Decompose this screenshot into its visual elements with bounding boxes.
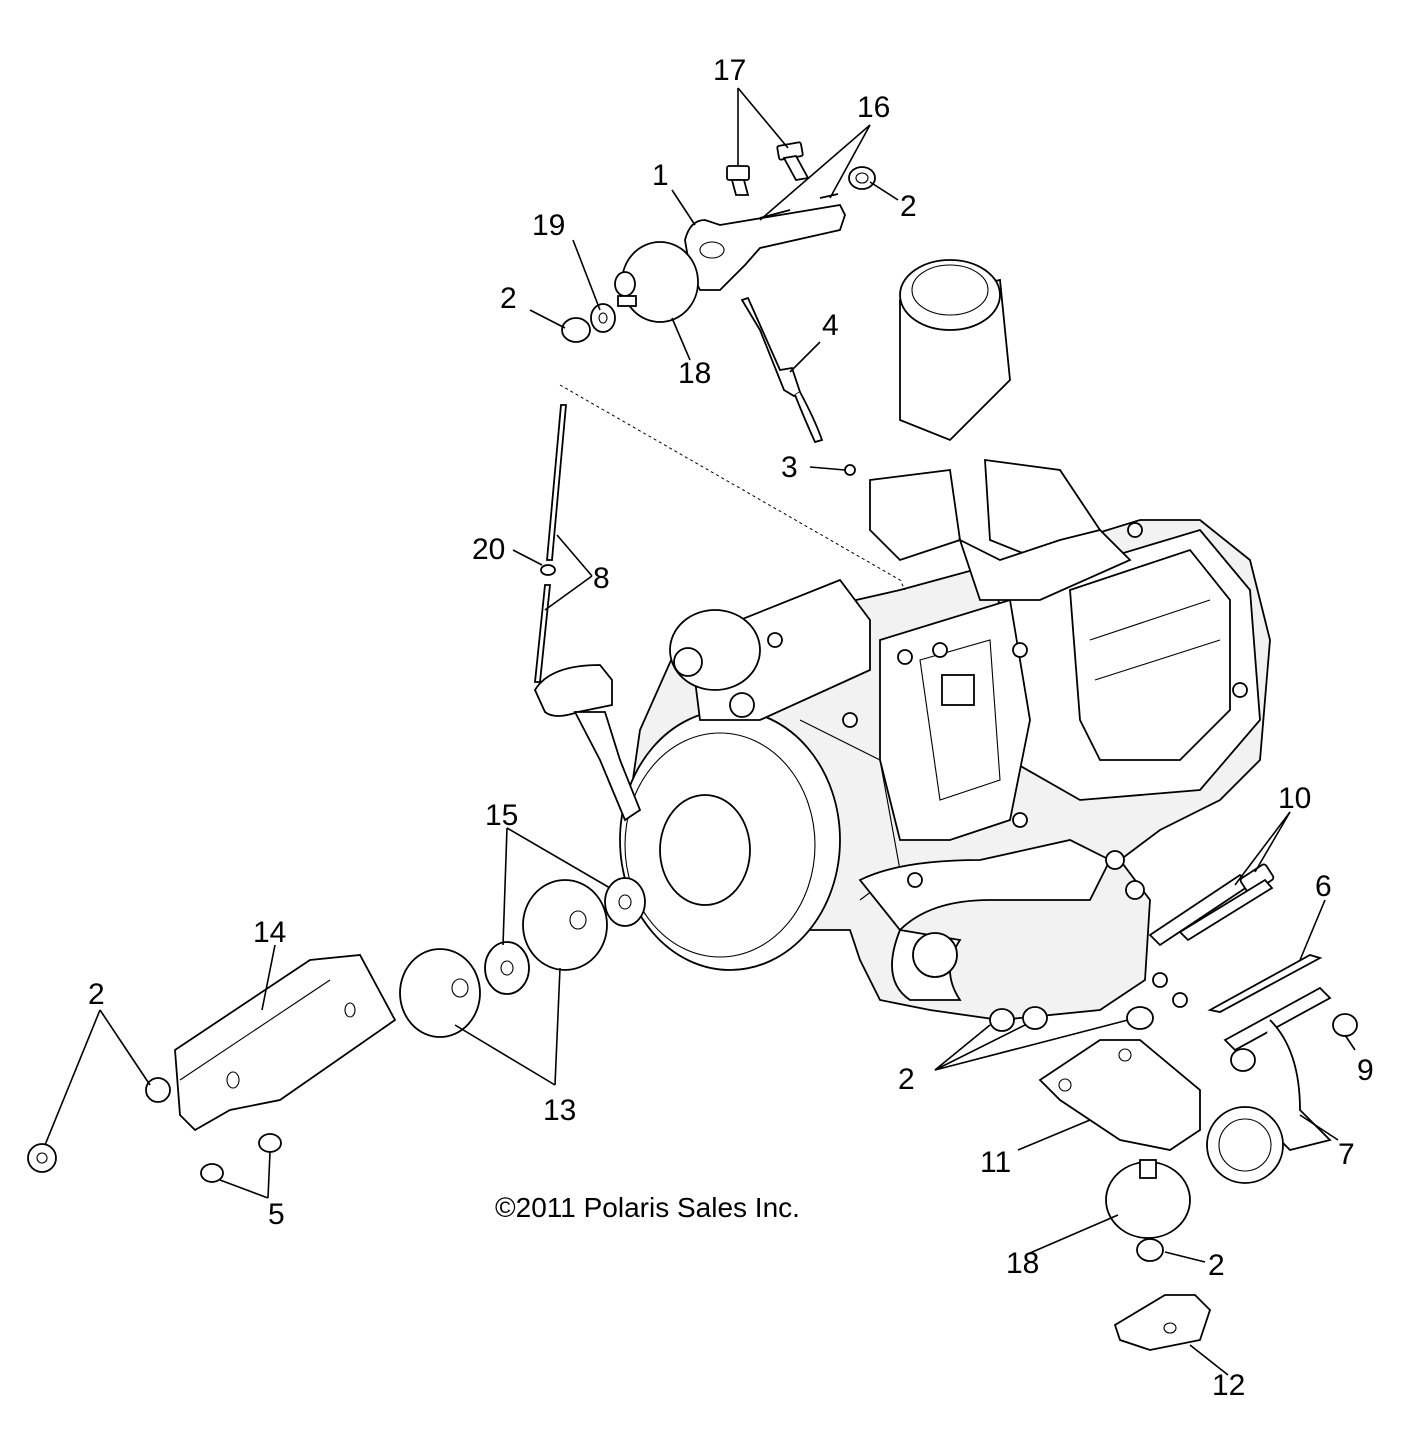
callout-20: 20 bbox=[472, 533, 505, 566]
mount-13-right bbox=[522, 879, 608, 971]
callout-6: 6 bbox=[1315, 870, 1332, 903]
callout-18: 18 bbox=[1006, 1247, 1039, 1280]
callout-18: 18 bbox=[678, 357, 711, 390]
nut-2-top-right bbox=[848, 166, 876, 190]
callout-2: 2 bbox=[900, 190, 917, 223]
callout-13: 13 bbox=[543, 1094, 576, 1127]
mount-18-bottom bbox=[1105, 1159, 1191, 1239]
leader-lines bbox=[44, 87, 1356, 1376]
exploded-parts bbox=[27, 141, 1358, 1351]
callout-16: 16 bbox=[857, 91, 890, 124]
callout-2: 2 bbox=[88, 978, 105, 1011]
copyright-notice: ©2011 Polaris Sales Inc. bbox=[495, 1192, 800, 1223]
callout-11: 11 bbox=[980, 1146, 1011, 1179]
callout-labels: 17 16 1 2 19 2 18 4 3 20 8 15 10 6 14 2 … bbox=[88, 54, 1374, 1402]
callout-8: 8 bbox=[593, 562, 610, 595]
engine-assembly bbox=[533, 259, 1271, 1021]
mount-13-left bbox=[399, 948, 481, 1038]
mount-18-top bbox=[614, 241, 699, 323]
callout-4: 4 bbox=[822, 309, 839, 342]
callout-2: 2 bbox=[1208, 1249, 1225, 1282]
bolt-17-left bbox=[726, 165, 750, 196]
callout-15: 15 bbox=[485, 799, 518, 832]
callout-1: 1 bbox=[652, 159, 669, 192]
callout-17: 17 bbox=[713, 54, 746, 87]
callout-3: 3 bbox=[781, 451, 798, 484]
callout-9: 9 bbox=[1357, 1054, 1374, 1087]
callout-14: 14 bbox=[253, 916, 286, 949]
callout-2: 2 bbox=[500, 282, 517, 315]
callout-12: 12 bbox=[1212, 1369, 1245, 1402]
callout-2: 2 bbox=[898, 1063, 915, 1096]
callout-10: 10 bbox=[1278, 782, 1311, 815]
bolt-17-right bbox=[776, 141, 810, 181]
callout-7: 7 bbox=[1338, 1138, 1355, 1171]
callout-19: 19 bbox=[532, 209, 565, 242]
callout-5: 5 bbox=[268, 1198, 285, 1231]
